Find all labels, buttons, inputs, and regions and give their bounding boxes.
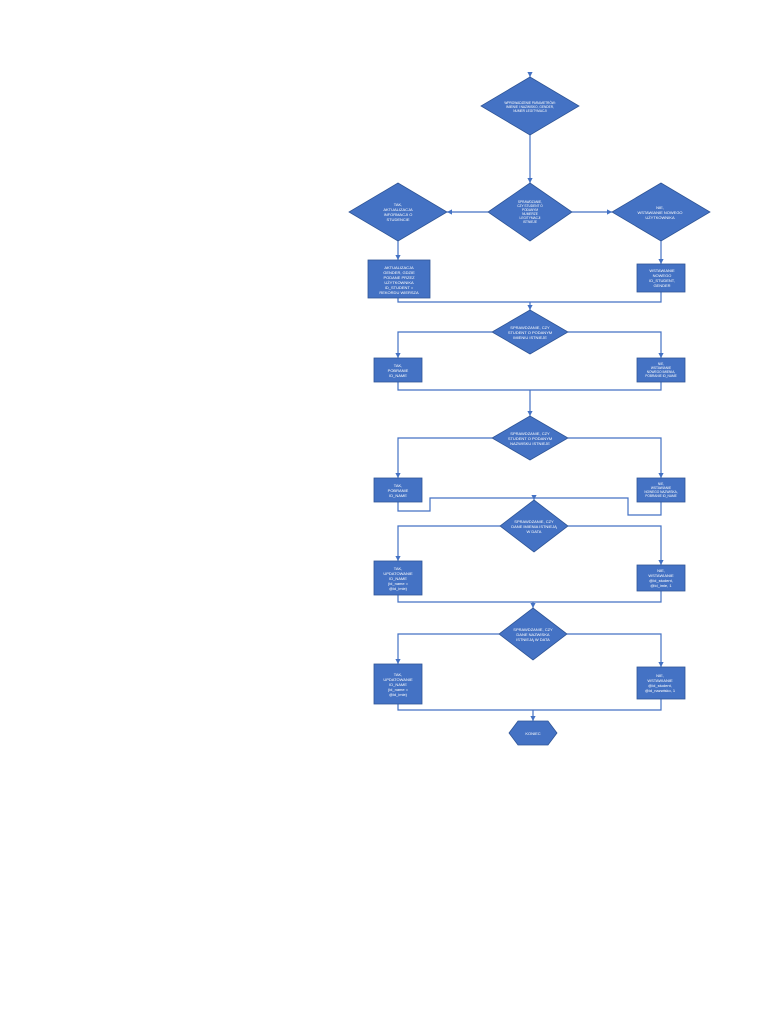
no-insert-decision-shape bbox=[611, 182, 711, 242]
end-terminal: KONIEC bbox=[525, 730, 541, 736]
edge-check-name-data-no-arrowhead bbox=[658, 560, 664, 565]
edge-check-name-data-yes bbox=[397, 525, 500, 561]
edge-check-surname-data-yes bbox=[397, 633, 499, 664]
edge-name-no-merge bbox=[530, 382, 662, 391]
edge-update-to-merge bbox=[397, 298, 530, 303]
check-name-data-decision-shape bbox=[499, 499, 569, 553]
edge-name-data-yes-merge bbox=[397, 595, 533, 603]
edge-check-name-yes bbox=[397, 331, 492, 358]
edge-no-to-insert-arrowhead bbox=[658, 259, 664, 264]
yes-get-surname-process: TAK, POBRANIE ID_NAME bbox=[387, 482, 409, 498]
update-gender-process: AKTUALIZACJA GENDER, GDZIE PODANE PRZEZ … bbox=[379, 265, 419, 295]
edge-yes-to-update-arrowhead bbox=[395, 255, 401, 260]
edge-surname-data-no-merge bbox=[533, 699, 662, 711]
edge-merge-to-check-surname-data-arrowhead bbox=[530, 603, 536, 608]
yes-update-decision: TAK, AKTUALIZACJA INFORMACJI O STUDENCIE bbox=[383, 202, 413, 222]
edge-name-yes-merge bbox=[397, 382, 530, 391]
no-insert-surname-process-shape bbox=[636, 477, 686, 503]
edge-insert-to-merge bbox=[530, 292, 662, 303]
end-terminal-shape bbox=[508, 720, 558, 746]
no-insert-name-data-process: NIE, WSTAWIANIE @id_student, @id_imie, 1 bbox=[648, 568, 674, 588]
flowchart-connectors bbox=[395, 72, 664, 721]
check-surname-decision-shape bbox=[491, 415, 569, 461]
yes-get-surname-process-shape bbox=[373, 477, 423, 503]
edge-check-name-no-arrowhead bbox=[658, 353, 664, 358]
no-insert-name-data-process-shape bbox=[636, 564, 686, 592]
check-surname-data-decision-shape bbox=[498, 607, 568, 661]
edge-check-surname-data-no bbox=[567, 633, 662, 667]
edge-name-data-no-merge bbox=[533, 591, 662, 603]
edge-check-surname-data-no-arrowhead bbox=[658, 662, 664, 667]
check-surname-decision: SPRAWDZANIE, CZY STUDENT O PODANYM NAZWI… bbox=[507, 430, 553, 446]
start-decision: WPROWADZENIE PARAMETRÓW: IMIENIE I NAZWI… bbox=[504, 101, 556, 113]
edge-check-surname-no-arrowhead bbox=[658, 473, 664, 478]
edge-check-surname-no bbox=[568, 437, 662, 478]
start-decision-shape bbox=[480, 76, 580, 136]
edge-surname-no-merge bbox=[534, 497, 662, 516]
no-insert-name-process-shape bbox=[636, 357, 686, 383]
check-student-decision: SPRAWDZANIE, CZY STUDENT O PODANYM NUMER… bbox=[517, 200, 543, 224]
edge-check-surname-yes bbox=[397, 437, 492, 478]
edge-surname-data-yes-merge bbox=[397, 704, 533, 711]
no-insert-surname-process: NIE, WSTAWIANIE NOWEGO NAZWISKA, POBRANI… bbox=[644, 482, 678, 498]
edge-start-to-check-arrowhead bbox=[527, 178, 533, 183]
yes-update-name-process: TAK, UPDATOWANIE ID_NAME (id_name = @id_… bbox=[383, 565, 413, 591]
yes-update-surname-process-shape bbox=[373, 663, 423, 705]
no-insert-name-process: NIE, WSTAWIANIE NOWEGO IMIENIA, POBRANIE… bbox=[645, 362, 677, 378]
yes-update-surname-process: TAK, UPDATOWANIE ID_NAME (id_name = @id_… bbox=[383, 671, 413, 697]
edge-entry-arrowhead bbox=[527, 72, 533, 77]
yes-get-name-process: TAK, POBRANIE ID_NAME bbox=[387, 362, 409, 378]
edge-merge-to-end-arrowhead bbox=[530, 716, 536, 721]
edge-check-name-no bbox=[568, 331, 662, 358]
no-insert-surname-data-process-shape bbox=[636, 666, 686, 700]
check-name-decision: SPRAWDZANIE, CZY STUDENT O PODANYM IMIEN… bbox=[507, 324, 553, 340]
edge-surname-yes-merge bbox=[397, 497, 534, 512]
check-name-decision-shape bbox=[491, 309, 569, 355]
update-gender-process-shape bbox=[367, 259, 431, 299]
edge-merge-to-check-name-data-arrowhead bbox=[531, 495, 537, 500]
edge-check-name-yes-arrowhead bbox=[395, 353, 401, 358]
no-insert-decision: NIE, WSTAWIANIE NOWEGO UŻYTKOWNIKA bbox=[637, 204, 683, 220]
flowchart-shapes bbox=[348, 76, 711, 746]
check-surname-data-decision: SPRAWDZANIE, CZY DANE NAZWISKA ISTNIEJĄ … bbox=[513, 626, 553, 642]
check-name-data-decision: SPRAWDZANIE, CZY DANE IMIENIA ISTNIEJĄ W… bbox=[511, 518, 557, 534]
edge-check-name-data-no bbox=[568, 525, 662, 565]
edge-merge-to-check-surname-arrowhead bbox=[527, 411, 533, 416]
yes-update-decision-shape bbox=[348, 182, 448, 242]
insert-student-process-shape bbox=[636, 263, 686, 293]
edge-merge-to-check-name-arrowhead bbox=[527, 305, 533, 310]
edge-check-surname-yes-arrowhead bbox=[395, 473, 401, 478]
edge-check-surname-data-yes-arrowhead bbox=[395, 659, 401, 664]
yes-update-name-process-shape bbox=[373, 560, 423, 596]
edge-check-name-data-yes-arrowhead bbox=[395, 556, 401, 561]
insert-student-process: WSTAWIANIE NOWEGO ID_STUDENT, GENDER bbox=[649, 268, 675, 288]
edge-check-to-yes-arrowhead bbox=[447, 209, 452, 215]
yes-get-name-process-shape bbox=[373, 357, 423, 383]
check-student-decision-shape bbox=[487, 182, 573, 242]
no-insert-surname-data-process: NIE, WSTAWIANIE @id_student, @id_nazwisk… bbox=[644, 673, 676, 693]
edge-check-to-no-arrowhead bbox=[607, 209, 612, 215]
